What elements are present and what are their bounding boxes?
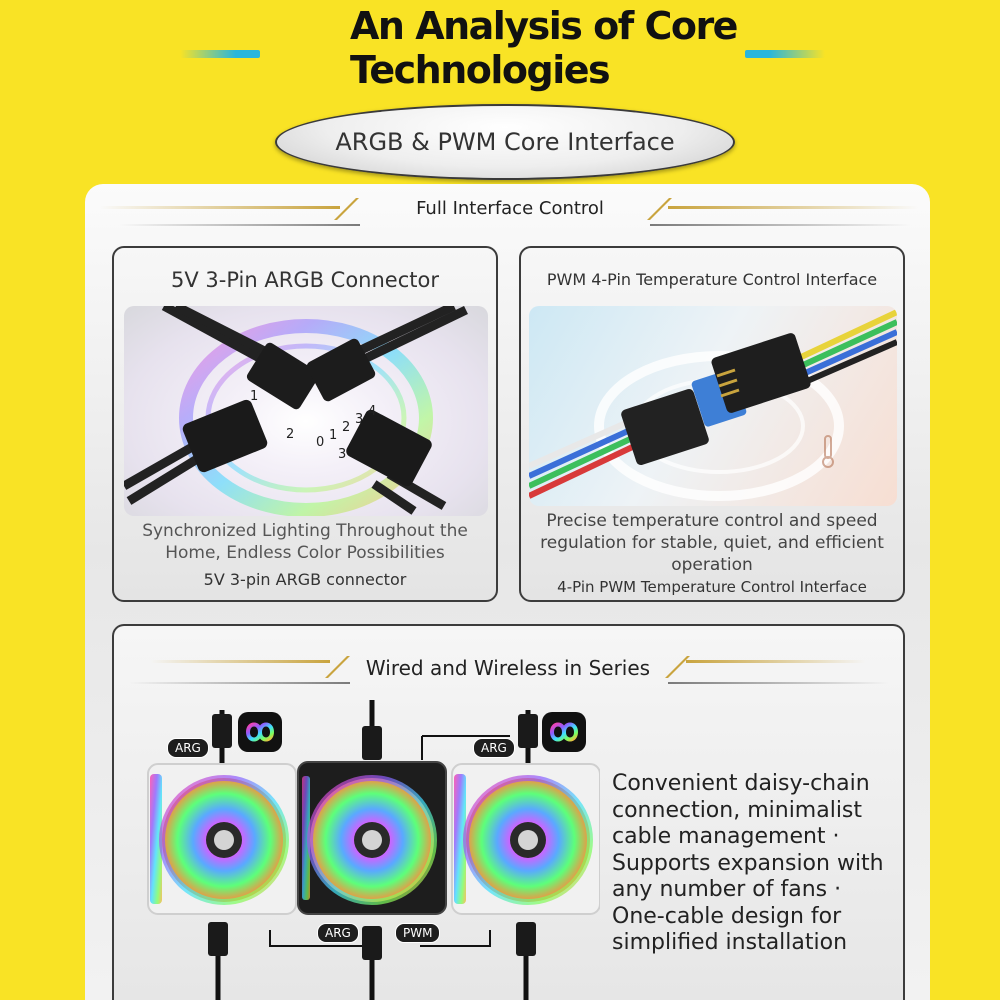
deco-line bbox=[150, 660, 330, 663]
page-title-line1: An Analysis of Core bbox=[350, 4, 738, 48]
pwm-card-title: PWM 4-Pin Temperature Control Interface bbox=[546, 270, 878, 289]
argb-description-line2: Home, Endless Color Possibilities bbox=[165, 543, 445, 563]
pin-label: 2 bbox=[286, 427, 294, 442]
thermometer-icon bbox=[822, 435, 834, 468]
pwm-description-line1: Precise temperature control and speed bbox=[546, 511, 878, 531]
pin-label: 2 bbox=[342, 420, 350, 435]
argb-connector-card: 5V 3-Pin ARGB Connector bbox=[112, 246, 498, 602]
deco-line bbox=[686, 660, 866, 663]
pwm-badge-bottom: PWM bbox=[395, 923, 441, 943]
pwm-caption: 4-Pin PWM Temperature Control Interface bbox=[557, 578, 867, 596]
fan-white-left bbox=[147, 763, 297, 915]
subtitle-pill: ARGB & PWM Core Interface bbox=[275, 104, 735, 180]
argb-description-line1: Synchronized Lighting Throughout the bbox=[142, 521, 468, 541]
series-text-line: One-cable design for bbox=[612, 903, 842, 929]
argb-card-title: 5V 3-Pin ARGB Connector bbox=[171, 268, 439, 292]
pin-label: 4 bbox=[368, 404, 376, 419]
pwm-connector-illustration bbox=[529, 309, 897, 501]
series-text-line: any number of fans · bbox=[612, 877, 842, 902]
section-title-series: Wired and Wireless in Series bbox=[365, 656, 651, 680]
arg-badge-right: ARG bbox=[473, 738, 515, 758]
section-title-interface: Full Interface Control bbox=[416, 198, 604, 219]
deco-line bbox=[120, 224, 360, 226]
page-title: An Analysis of Core Technologies bbox=[350, 4, 770, 92]
infinity-icon bbox=[542, 712, 586, 752]
pwm-description-line3: operation bbox=[671, 555, 753, 575]
series-text-line: simplified installation bbox=[612, 930, 848, 955]
deco-line bbox=[100, 206, 340, 209]
pwm-interface-card: PWM 4-Pin Temperature Control Interface bbox=[519, 246, 905, 602]
argb-caption: 5V 3-pin ARGB connector bbox=[203, 570, 407, 589]
series-text-line: Supports expansion with bbox=[612, 850, 884, 876]
title-accent-left bbox=[180, 50, 260, 58]
pin-label: 3 bbox=[355, 412, 363, 427]
deco-line bbox=[668, 206, 918, 209]
deco-line bbox=[668, 682, 888, 684]
pwm-connector-photo bbox=[529, 306, 897, 506]
argb-connector-photo: 1 2 0 1 2 3 4 3 bbox=[124, 306, 488, 516]
series-text-line: Convenient daisy-chain bbox=[612, 771, 870, 796]
series-text-line: cable management · bbox=[612, 824, 840, 849]
deco-line bbox=[130, 682, 350, 684]
pin-label: 3 bbox=[338, 447, 346, 462]
series-description: Convenient daisy-chain connection, minim… bbox=[612, 771, 902, 957]
title-accent-right bbox=[745, 50, 825, 58]
page-title-line2: Technologies bbox=[350, 48, 611, 92]
pin-label: 1 bbox=[329, 428, 337, 443]
arg-badge-left: ARG bbox=[167, 738, 209, 758]
deco-line bbox=[650, 224, 910, 226]
series-text-line: connection, minimalist bbox=[612, 797, 863, 823]
subtitle-text: ARGB & PWM Core Interface bbox=[335, 128, 675, 156]
fan-white-right bbox=[451, 763, 600, 915]
argb-connector-illustration: 1 2 0 1 2 3 4 3 bbox=[124, 306, 468, 516]
arg-badge-bottom: ARG bbox=[317, 923, 359, 943]
pin-label: 0 bbox=[316, 435, 324, 450]
fans-daisy-chain-illustration bbox=[147, 700, 600, 1000]
pwm-description-line2: regulation for stable, quiet, and effici… bbox=[540, 533, 884, 553]
infinity-icon bbox=[238, 712, 282, 752]
fan-black-middle bbox=[297, 761, 447, 915]
pin-label: 1 bbox=[250, 389, 258, 404]
